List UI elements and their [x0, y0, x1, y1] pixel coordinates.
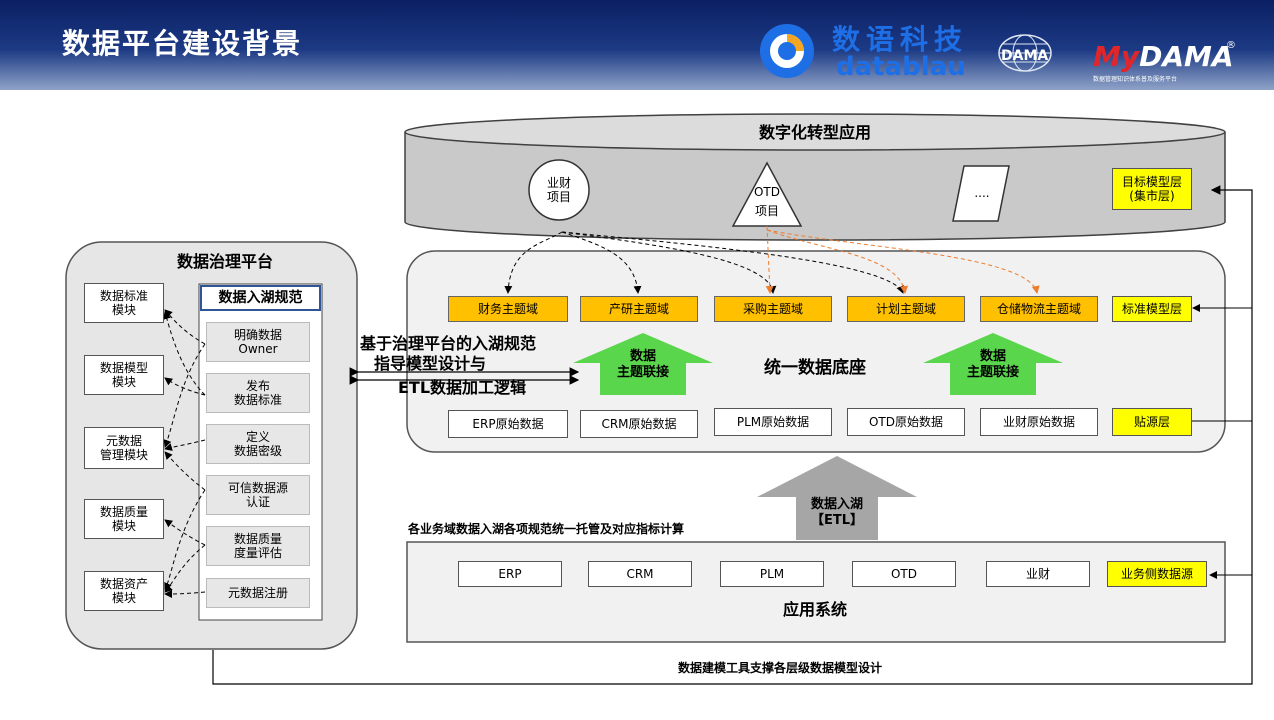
domain-purchase: 采购主题域: [714, 296, 832, 322]
biz-data-source: 业务侧数据源: [1107, 561, 1207, 587]
gov-module-asset: 数据资产 模块: [84, 571, 164, 611]
app-erp: ERP: [458, 561, 562, 587]
gov-module-standard: 数据标准 模块: [84, 283, 164, 323]
app-otd: OTD: [852, 561, 956, 587]
app-biz-finance: 业财: [986, 561, 1090, 587]
mydama-subtitle: 数据管理知识体系普及服务平台: [1093, 76, 1178, 83]
biz-finance-project-label: 业财 项目: [546, 175, 571, 204]
raw-erp: ERP原始数据: [448, 410, 568, 438]
target-model-layer: 目标模型层 (集市层): [1112, 168, 1192, 210]
bottom-note: 数据建模工具支撑各层级数据模型设计: [677, 660, 882, 675]
raw-plm: PLM原始数据: [714, 408, 832, 436]
domain-plan: 计划主题域: [847, 296, 965, 322]
raw-biz-finance: 业财原始数据: [980, 408, 1098, 436]
lake-rule-trusted-source: 可信数据源 认证: [206, 475, 310, 515]
ellipsis-parallelogram: [952, 165, 1010, 222]
standard-model-layer: 标准模型层: [1112, 296, 1192, 322]
lake-rule-data-classification: 定义 数据密级: [206, 424, 310, 464]
dash-otd-to-plan: [766, 229, 909, 294]
gov-module-metadata: 元数据 管理模块: [84, 427, 164, 469]
page-title: 数据平台建设背景: [62, 27, 303, 60]
otd-label-top: OTD: [753, 184, 780, 199]
dash-gov-6: [164, 451, 206, 491]
ingest-note: 各业务域数据入湖各项规范统一托管及对应指标计算: [408, 521, 685, 536]
etl-arrow-shape: [757, 456, 917, 540]
header-banner: 数据平台建设背景 数语科技 datablau DAMA MyDAMA ® 数据管…: [0, 0, 1274, 90]
mydama-my: My: [1093, 40, 1140, 73]
lake-rules-title: 数据入湖规范: [200, 285, 321, 311]
source-layer: 贴源层: [1112, 408, 1192, 436]
middle-text-line2: 指导模型设计与: [374, 354, 487, 374]
app-systems-title: 应用系统: [782, 600, 847, 620]
brand-name-cn: 数语科技: [832, 23, 969, 56]
otd-label-bottom: 项目: [754, 203, 779, 218]
middle-text-line1: 基于治理平台的入湖规范: [360, 334, 537, 354]
dash-gov-7: [164, 519, 206, 546]
dash-circle-to-finance: [504, 231, 563, 294]
lake-rule-publish-standard: 发布 数据标准: [206, 373, 310, 413]
domain-storage: 仓储物流主题域: [980, 296, 1098, 322]
mydama-dama: DAMA: [1139, 40, 1234, 73]
link-arrow-left-shape: [573, 333, 713, 395]
app-crm: CRM: [588, 561, 692, 587]
raw-crm: CRM原始数据: [580, 410, 698, 438]
link-arrow-left-label: 数据 主题联接: [616, 349, 669, 380]
top-cylinder-lid: [404, 113, 1226, 151]
mydama-registered-mark: ®: [1226, 40, 1236, 51]
gov-module-model: 数据模型 模块: [84, 355, 164, 395]
mydama-logo: MyDAMA: [1093, 40, 1234, 73]
app-systems-panel: [406, 541, 1226, 643]
domain-rnd: 产研主题域: [580, 296, 698, 322]
globe-icon: [998, 34, 1052, 72]
dash-circle-to-rnd: [561, 231, 642, 294]
right-feedback-line: [212, 185, 1253, 685]
lake-rule-quality-eval: 数据质量 度量评估: [206, 526, 310, 566]
governance-title: 数据治理平台: [176, 252, 273, 272]
dash-gov-5: [164, 439, 206, 451]
domain-finance: 财务主题域: [448, 296, 568, 322]
ellipsis-label: ....: [974, 185, 990, 200]
biz-finance-project-circle: [528, 159, 590, 221]
app-plm: PLM: [720, 561, 824, 587]
lake-rule-metadata-register: 元数据注册: [206, 578, 310, 608]
gov-module-quality: 数据质量 模块: [84, 499, 164, 539]
cylinder-title: 数字化转型应用: [758, 123, 871, 143]
dash-circle-to-purchase: [561, 231, 777, 294]
datablau-logo-icon: [760, 24, 814, 78]
link-arrow-right-label: 数据 主题联接: [966, 349, 1019, 380]
link-arrow-right-shape: [923, 333, 1063, 395]
dash-gov-10: [164, 489, 206, 591]
dash-circle-to-plan: [561, 231, 904, 294]
data-base-title: 统一数据底座: [764, 357, 866, 378]
dash-otd-to-storage: [766, 229, 1040, 294]
top-cylinder-body: [404, 132, 1226, 241]
dash-gov-2: [163, 311, 206, 396]
etl-arrow-label: 数据入湖 【ETL】: [810, 497, 864, 528]
brand-name-en: datablau: [836, 52, 966, 82]
dash-gov-8: [164, 589, 206, 598]
lake-rule-owner: 明确数据 Owner: [206, 322, 310, 362]
middle-text-line3: ETL数据加工逻辑: [398, 378, 527, 398]
dama-logo-text: DAMA: [1001, 48, 1049, 64]
raw-otd: OTD原始数据: [847, 408, 965, 436]
dash-gov-4: [163, 343, 206, 448]
